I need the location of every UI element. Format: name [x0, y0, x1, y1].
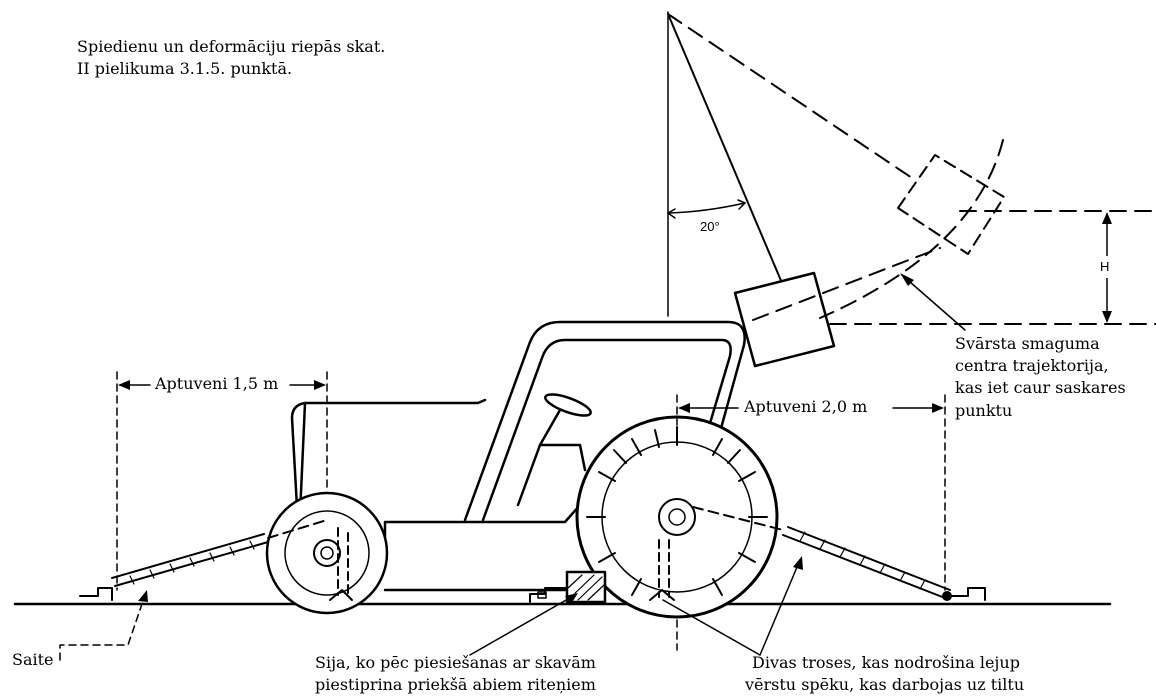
- rope-label: Saite: [12, 650, 54, 669]
- pendulum-block: [733, 271, 836, 368]
- beam-label-line-2: piestiprina priekšā abiem riteņiem: [315, 675, 596, 694]
- pressure-note-line-1: Spiedienu un deformāciju riepās skat.: [77, 37, 386, 56]
- angle-arc: [667, 202, 746, 214]
- front-lashing: [79, 519, 353, 601]
- pendulum-arm: [667, 13, 783, 284]
- front-distance-dimension: [116, 371, 328, 591]
- front-wheel: [265, 491, 389, 615]
- pressure-note-line-2: II pielikuma 3.1.5. punktā.: [77, 59, 293, 78]
- front-distance-label: Aptuveni 1,5 m: [152, 373, 282, 395]
- pendulum-swing-envelope: [667, 13, 1005, 321]
- trajectory-label-line-4: punktu: [955, 401, 1013, 420]
- rear-distance-dimension: [676, 394, 946, 651]
- trajectory-label-line-2: centra trajektorija,: [955, 356, 1109, 375]
- rear-distance-label: Aptuveni 2,0 m: [741, 396, 871, 418]
- trajectory-pointer: [901, 274, 966, 331]
- rear-lashing: [649, 506, 986, 601]
- trajectory-label-line-3: kas iet caur saskares: [955, 378, 1126, 397]
- trajectory-label-line-1: Svārsta smaguma: [955, 334, 1100, 353]
- rear-wheel: [575, 415, 779, 619]
- beam-label-line-1: Sija, ko pēc piesiešanas ar skavām: [315, 653, 596, 672]
- label-leaders: [59, 556, 803, 661]
- tractor-body: [290, 320, 746, 592]
- angle-label: 20°: [700, 219, 720, 234]
- height-label: H: [1097, 256, 1113, 278]
- cables-label-line-2: vērstu spēku, kas darbojas uz tiltu: [745, 675, 1025, 694]
- cables-label-line-1: Divas troses, kas nodrošina lejup: [752, 653, 1020, 672]
- height-dimension: [829, 210, 1156, 325]
